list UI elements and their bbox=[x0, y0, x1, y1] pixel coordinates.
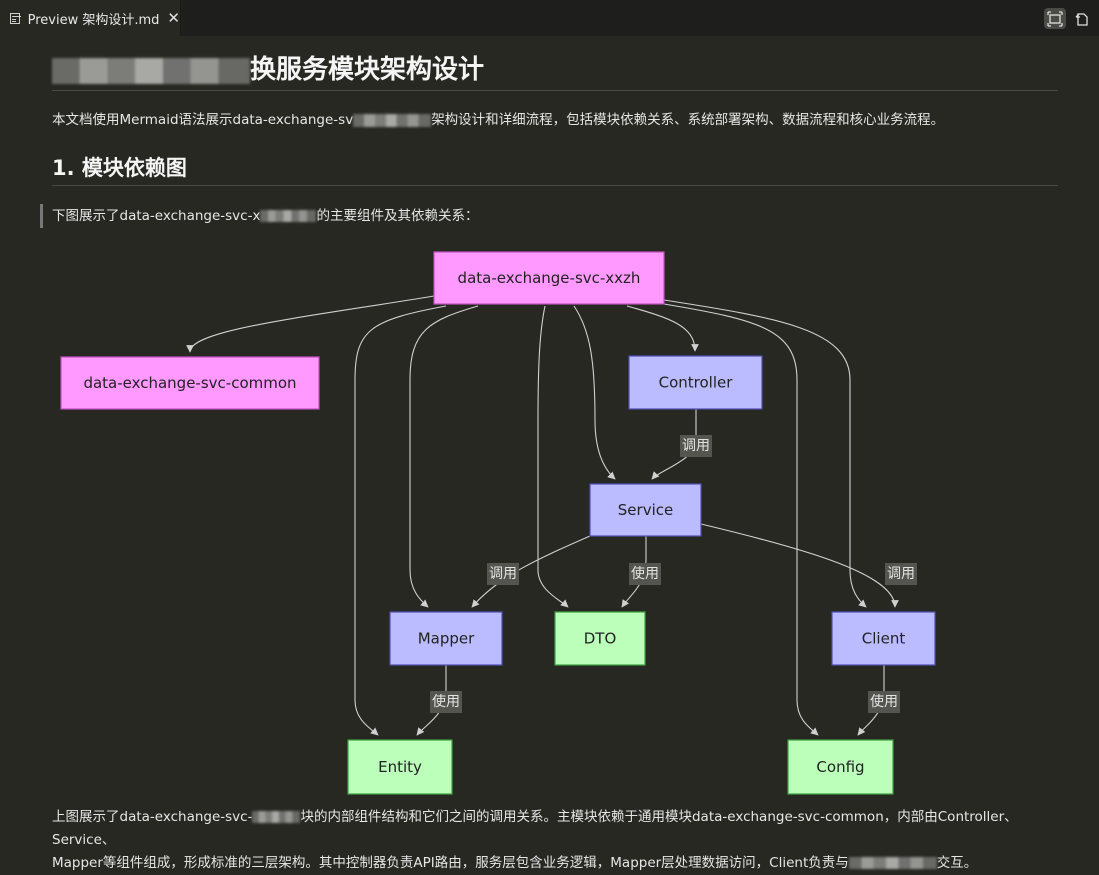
quote-text-start: 下图展示了data-exchange-svc-x bbox=[52, 208, 261, 224]
node-label: Service bbox=[618, 501, 673, 519]
node-common: data-exchange-svc-common bbox=[60, 356, 320, 410]
node-config: Config bbox=[787, 739, 894, 795]
quote-text-end: 的主要组件及其依赖关系： bbox=[316, 208, 479, 224]
edge-mapper-to-entity bbox=[416, 665, 447, 736]
redacted-text bbox=[848, 857, 937, 869]
edge-root-to-mapper bbox=[409, 305, 479, 608]
open-source-button[interactable] bbox=[1071, 8, 1093, 29]
node-dto: DTO bbox=[554, 611, 646, 666]
node-controller: Controller bbox=[628, 355, 763, 410]
section-heading: 1. 模块依赖图 bbox=[52, 154, 1058, 186]
summary-text: 块的内部组件结构和它们之间的调用关系。主模块依赖于通用模块data-exchan… bbox=[52, 809, 1018, 848]
edge-label-controller-to-service: 调用 bbox=[680, 435, 712, 457]
node-mapper: Mapper bbox=[389, 611, 503, 666]
edge-label-mapper-to-entity: 使用 bbox=[430, 691, 462, 713]
page-title: 换服务模块架构设计 bbox=[52, 54, 1058, 91]
edge-root-to-dto bbox=[537, 305, 569, 608]
svg-text:使用: 使用 bbox=[631, 565, 659, 582]
edge-service-to-dto bbox=[621, 536, 647, 608]
svg-text:使用: 使用 bbox=[432, 693, 460, 710]
node-entity: Entity bbox=[347, 739, 453, 795]
edge-service-to-client bbox=[700, 523, 899, 608]
blockquote: 下图展示了data-exchange-svc-x 的主要组件及其依赖关系： bbox=[40, 204, 478, 228]
node-label: data-exchange-svc-common bbox=[83, 374, 296, 392]
svg-text:调用: 调用 bbox=[489, 566, 517, 582]
summary-line: Mapper等组件组成，形成标准的三层架构。其中控制器负责API路由，服务层包含… bbox=[52, 852, 1062, 875]
node-label: Config bbox=[816, 758, 864, 776]
node-service: Service bbox=[589, 483, 702, 537]
edge-root-to-client bbox=[663, 299, 867, 608]
summary-line: 上图展示了data-exchange-svc-块的内部组件结构和它们之间的调用关… bbox=[52, 806, 1062, 852]
node-label: Entity bbox=[378, 758, 422, 776]
open-source-icon bbox=[1075, 12, 1088, 26]
edge-root-to-entity bbox=[354, 305, 447, 736]
edge-client-to-config bbox=[857, 665, 885, 736]
split-view-button[interactable] bbox=[1044, 8, 1066, 29]
node-client: Client bbox=[831, 611, 936, 666]
summary-text: 交互。 bbox=[936, 855, 978, 871]
node-label: Client bbox=[862, 630, 906, 648]
close-icon[interactable]: ✕ bbox=[167, 9, 180, 27]
node-label: DTO bbox=[584, 630, 617, 648]
edge-label-service-to-mapper: 调用 bbox=[487, 563, 519, 585]
title-text: 换服务模块架构设计 bbox=[250, 55, 485, 85]
intro-paragraph: 本文档使用Mermaid语法展示data-exchange-sv 架构设计和详细流… bbox=[52, 108, 944, 132]
tab-preview[interactable]: Preview 架构设计.md ✕ bbox=[0, 0, 181, 36]
summary-text: Mapper等组件组成，形成标准的三层架构。其中控制器负责API路由，服务层包含… bbox=[52, 855, 849, 871]
edge-label-service-to-client: 调用 bbox=[885, 563, 917, 585]
svg-text:调用: 调用 bbox=[887, 566, 915, 582]
node-label: data-exchange-svc-xxzh bbox=[458, 269, 641, 287]
split-view-icon bbox=[1047, 10, 1063, 27]
redacted-text bbox=[260, 210, 317, 222]
redacted-text bbox=[252, 811, 301, 823]
intro-text-end: 架构设计和详细流程，包括模块依赖关系、系统部署架构、数据流程和核心业务流程。 bbox=[431, 112, 945, 128]
edge-root-to-config bbox=[663, 303, 819, 736]
redacted-text bbox=[353, 113, 432, 127]
edge-label-client-to-config: 使用 bbox=[868, 691, 900, 713]
node-root: data-exchange-svc-xxzh bbox=[433, 251, 665, 305]
edge-label-service-to-dto: 使用 bbox=[629, 563, 661, 585]
node-label: Mapper bbox=[418, 630, 475, 648]
node-label: Controller bbox=[659, 374, 734, 392]
svg-text:调用: 调用 bbox=[682, 438, 710, 454]
tab-title: Preview 架构设计.md bbox=[27, 12, 160, 28]
summary-paragraph: 上图展示了data-exchange-svc-块的内部组件结构和它们之间的调用关… bbox=[52, 806, 1062, 875]
tab-bar: Preview 架构设计.md ✕ bbox=[0, 0, 1099, 36]
edge-service-to-mapper bbox=[471, 535, 591, 608]
preview-icon bbox=[10, 12, 21, 24]
svg-text:使用: 使用 bbox=[870, 693, 898, 710]
edge-root-to-service bbox=[573, 305, 616, 480]
edge-root-to-controller bbox=[626, 305, 699, 352]
intro-text-start: 本文档使用Mermaid语法展示data-exchange-sv bbox=[52, 112, 354, 128]
redacted-text bbox=[52, 57, 250, 84]
edge-root-to-common bbox=[186, 295, 435, 353]
summary-text: 上图展示了data-exchange-svc- bbox=[52, 809, 253, 825]
